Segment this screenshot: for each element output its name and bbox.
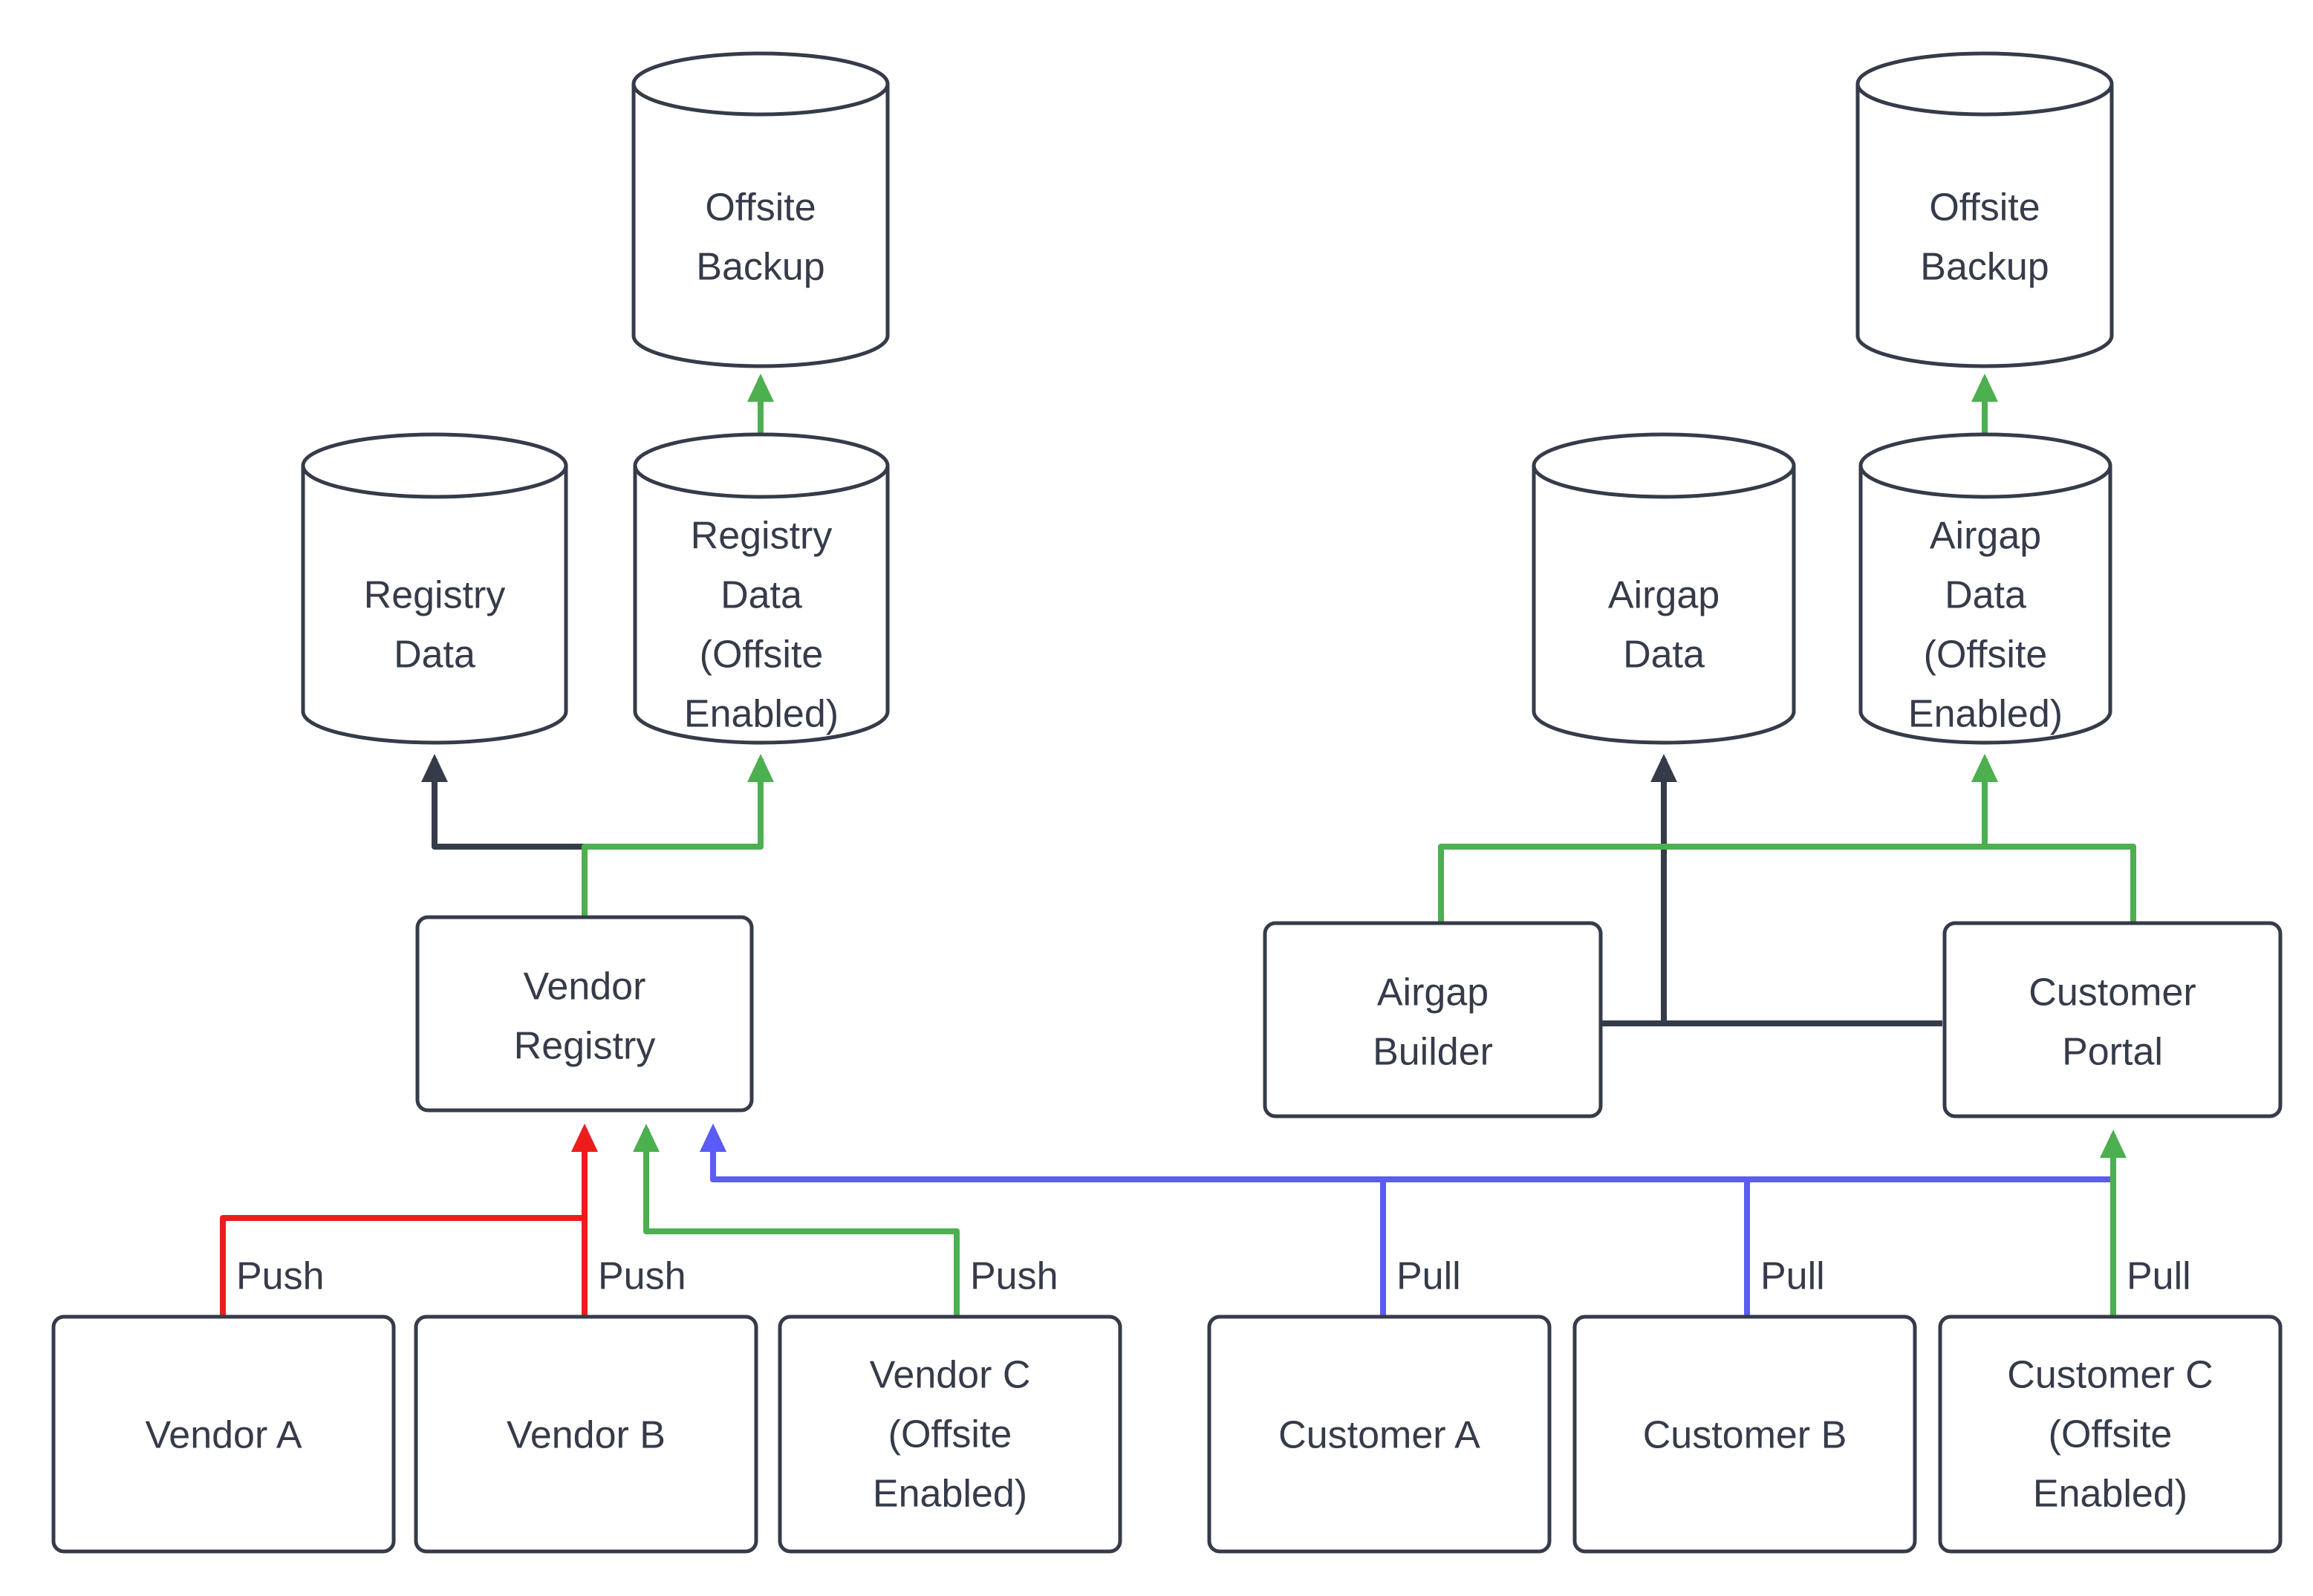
edge-label-layer: Push Push Push Pull Pull Pull	[236, 1255, 2191, 1298]
node-label-line: Backup	[1920, 246, 2049, 289]
node-label-line: Vendor	[524, 965, 646, 1009]
node-label-line: Vendor A	[145, 1414, 302, 1457]
edge-label-vendor-a-push: Push	[236, 1255, 325, 1298]
node-label-line: Vendor C	[870, 1354, 1031, 1397]
node-label-line: Enabled)	[1908, 693, 2063, 736]
node-box	[1572, 1315, 1917, 1554]
node-label-line: Airgap	[1377, 971, 1489, 1014]
edge-label-customer-b-pull: Pull	[1760, 1255, 1825, 1298]
cylinder-body	[633, 466, 890, 745]
node-label-line: Customer C	[2007, 1354, 2213, 1397]
node-label-line: Registry	[514, 1025, 656, 1068]
node-vendor-registry[interactable]: Vendor Registry	[415, 915, 754, 1113]
cylinder-top	[633, 432, 890, 499]
edge-vendorregistry-to-registrydataoffsite	[582, 754, 775, 917]
node-customer-a[interactable]: Customer A	[1207, 1315, 1552, 1554]
node-customer-c[interactable]: Customer C (Offsite Enabled)	[1938, 1315, 2283, 1554]
node-label-line: Data	[720, 574, 802, 617]
edge-customerportal-to-airgapdataoffsite	[1971, 754, 2136, 923]
edge-vendorregistry-to-registrydata	[420, 754, 588, 917]
edge-label-vendor-b-push: Push	[598, 1255, 686, 1298]
node-vendor-a[interactable]: Vendor A	[51, 1315, 396, 1554]
node-offsite-backup-left[interactable]: Offsite Backup	[631, 51, 890, 368]
node-label-line: Data	[1945, 574, 2026, 617]
node-label-line: Airgap	[1930, 515, 2041, 558]
cylinder-top	[301, 432, 568, 499]
node-box	[414, 1315, 758, 1554]
cylinder-body	[1532, 466, 1796, 745]
node-label-line: Offsite	[705, 186, 816, 229]
node-label-line: Builder	[1373, 1031, 1493, 1074]
cylinder-top	[1855, 51, 2114, 117]
edge-label-customer-a-pull: Pull	[1396, 1255, 1461, 1298]
node-vendor-c[interactable]: Vendor C (Offsite Enabled)	[778, 1315, 1122, 1554]
node-label-line: Registry	[691, 515, 833, 558]
node-label-line: Enabled)	[684, 693, 839, 736]
node-airgap-builder[interactable]: Airgap Builder	[1263, 921, 1603, 1118]
node-label-line: Offsite	[1929, 186, 2040, 229]
node-airgap-data[interactable]: Airgap Data	[1532, 432, 1796, 745]
node-box	[1942, 921, 2283, 1118]
edge-label-vendor-c-push: Push	[970, 1255, 1058, 1298]
edge-layer	[220, 374, 2136, 1317]
node-label-line: Customer	[2029, 971, 2196, 1014]
node-box	[1207, 1315, 1552, 1554]
edge-customerb-to-vendorregistry	[699, 1124, 1750, 1317]
node-box	[415, 915, 754, 1113]
node-label-line: Data	[1623, 633, 1705, 677]
cylinder-top	[631, 51, 890, 117]
cylinder-body	[1858, 466, 2112, 745]
node-label-line: Backup	[696, 246, 824, 289]
edge-label-customer-c-pull: Pull	[2127, 1255, 2191, 1298]
node-vendor-b[interactable]: Vendor B	[414, 1315, 758, 1554]
node-label-line: Vendor B	[507, 1414, 666, 1457]
edge-customerportal-to-airgapdata	[1650, 754, 1942, 1026]
node-label-line: (Offsite	[888, 1413, 1012, 1456]
node-box	[1263, 921, 1603, 1118]
node-customer-portal[interactable]: Customer Portal	[1942, 921, 2283, 1118]
cylinder-top	[1532, 432, 1796, 499]
node-offsite-backup-right[interactable]: Offsite Backup	[1855, 51, 2114, 368]
node-label-line: Data	[394, 633, 475, 677]
node-label-line: Enabled)	[2033, 1473, 2187, 1516]
node-airgap-data-offsite[interactable]: Airgap Data (Offsite Enabled)	[1858, 432, 2112, 745]
node-registry-data[interactable]: Registry Data	[301, 432, 568, 745]
node-label-line: (Offsite	[700, 633, 824, 677]
node-label-line: Airgap	[1608, 574, 1720, 617]
node-box	[1938, 1315, 2283, 1554]
node-customer-b[interactable]: Customer B	[1572, 1315, 1917, 1554]
node-label-line: (Offsite	[1924, 633, 2048, 677]
cylinder-body	[631, 84, 890, 368]
node-label-line: Enabled)	[873, 1473, 1027, 1516]
node-label-line: Portal	[2062, 1031, 2163, 1074]
node-label-line: (Offsite	[2049, 1413, 2173, 1456]
node-label-line: Registry	[364, 574, 506, 617]
node-box	[51, 1315, 396, 1554]
cylinder-top	[1858, 432, 2112, 499]
edge-vendorc-to-vendorregistry	[632, 1124, 960, 1317]
edge-airgapbuilder-to-airgapdataoffsite	[1438, 754, 1999, 923]
node-box	[778, 1315, 1122, 1554]
node-registry-data-offsite[interactable]: Registry Data (Offsite Enabled)	[633, 432, 890, 745]
node-label-line: Customer B	[1643, 1414, 1847, 1457]
node-label-line: Customer A	[1278, 1414, 1480, 1457]
cylinder-body	[301, 466, 568, 745]
cylinder-body	[1855, 84, 2114, 368]
